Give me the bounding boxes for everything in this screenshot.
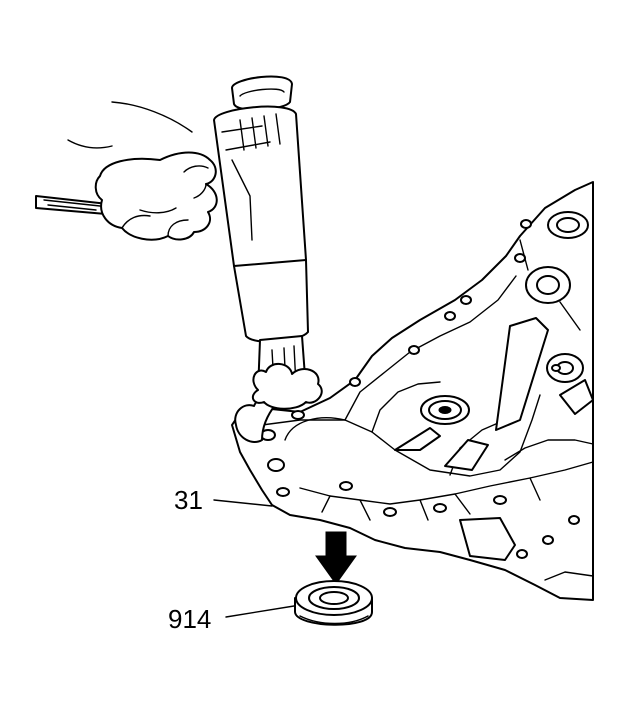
leader-line-914: [225, 605, 295, 618]
bolt-holes: [260, 219, 580, 559]
hand-with-hammer: [35, 101, 218, 241]
leader-line-31: [213, 499, 273, 507]
removal-direction-arrow: [315, 531, 357, 585]
seal-914: [294, 580, 373, 626]
seal-driver-tool: [213, 75, 323, 410]
callout-label-914: 914: [168, 604, 212, 634]
callout-label-31: 31: [174, 485, 203, 515]
transmission-housing: [231, 181, 594, 601]
